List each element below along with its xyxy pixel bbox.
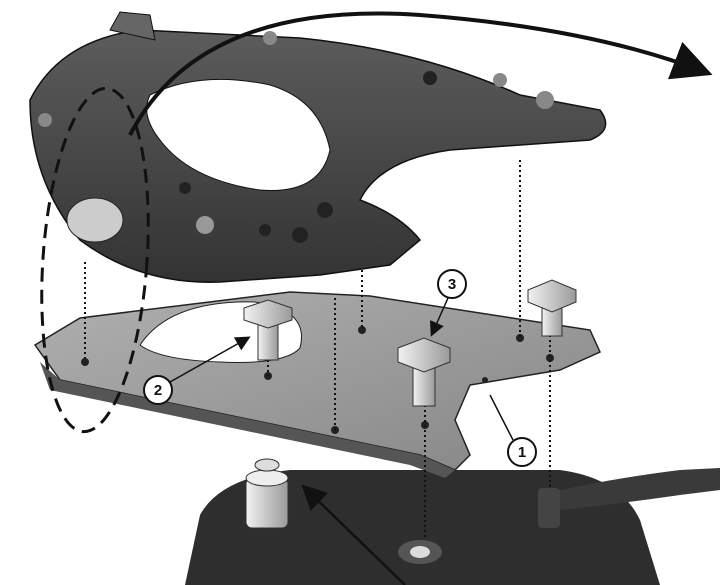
bolt-right bbox=[527, 279, 577, 337]
callout-1: 1 bbox=[489, 394, 537, 467]
callout-2: 2 bbox=[143, 336, 251, 405]
callout-1-label: 1 bbox=[518, 444, 526, 461]
alignment-lines bbox=[84, 160, 551, 540]
rotation-arrow bbox=[128, 11, 713, 136]
spacer-arrow bbox=[301, 484, 406, 585]
spacer bbox=[245, 458, 289, 529]
callout-3-label: 3 bbox=[448, 276, 456, 293]
highlight-ellipse bbox=[40, 86, 150, 434]
bolt-center bbox=[397, 337, 451, 407]
callout-3: 3 bbox=[430, 269, 467, 337]
callout-2-label: 2 bbox=[154, 382, 162, 399]
top-rack bbox=[29, 11, 607, 283]
bolt-left bbox=[243, 299, 293, 361]
